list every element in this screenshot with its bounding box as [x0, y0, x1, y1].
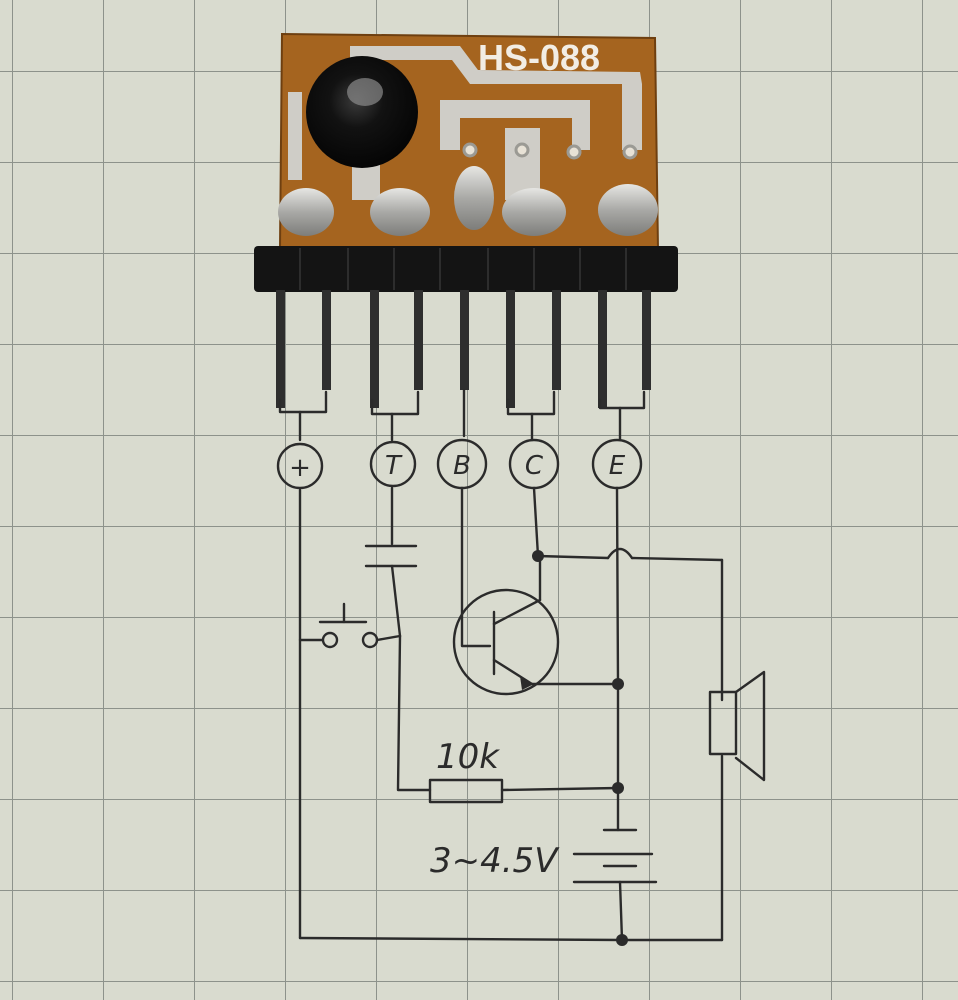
solder-joint — [278, 188, 334, 236]
chip-highlight — [347, 78, 383, 106]
pin-label-plus: + — [289, 453, 311, 483]
pin-label-c: C — [525, 451, 544, 481]
solder-joint — [370, 188, 430, 236]
pin-header-strip — [254, 246, 678, 292]
module-model-label: HS-088 — [478, 37, 600, 78]
solder-joint — [454, 166, 494, 230]
pcb-trace-top — [350, 46, 642, 84]
resistor-value-label: 10k — [436, 737, 500, 777]
solder-joint — [598, 184, 658, 236]
pcb-hole — [514, 142, 530, 158]
hs-088-module: HS-088 — [254, 32, 678, 408]
pcb-trace-right — [622, 84, 642, 150]
battery-voltage-label: 3~4.5V — [430, 841, 560, 881]
hand-drawn-schematic — [276, 388, 766, 942]
pin-label-t: T — [385, 451, 403, 481]
pin-label-e: E — [609, 451, 626, 481]
pcb-hole — [622, 144, 638, 160]
chip-blob — [306, 56, 418, 168]
solder-joint — [502, 188, 566, 236]
junction-dots — [520, 550, 628, 946]
pcb-hole — [462, 142, 478, 158]
pcb-hole — [566, 144, 582, 160]
pcb-trace-mid — [440, 100, 590, 150]
header-pins — [276, 290, 651, 408]
pcb-trace-c — [505, 128, 540, 200]
pcb-trace-left — [288, 92, 302, 180]
pin-label-b: B — [453, 451, 471, 481]
